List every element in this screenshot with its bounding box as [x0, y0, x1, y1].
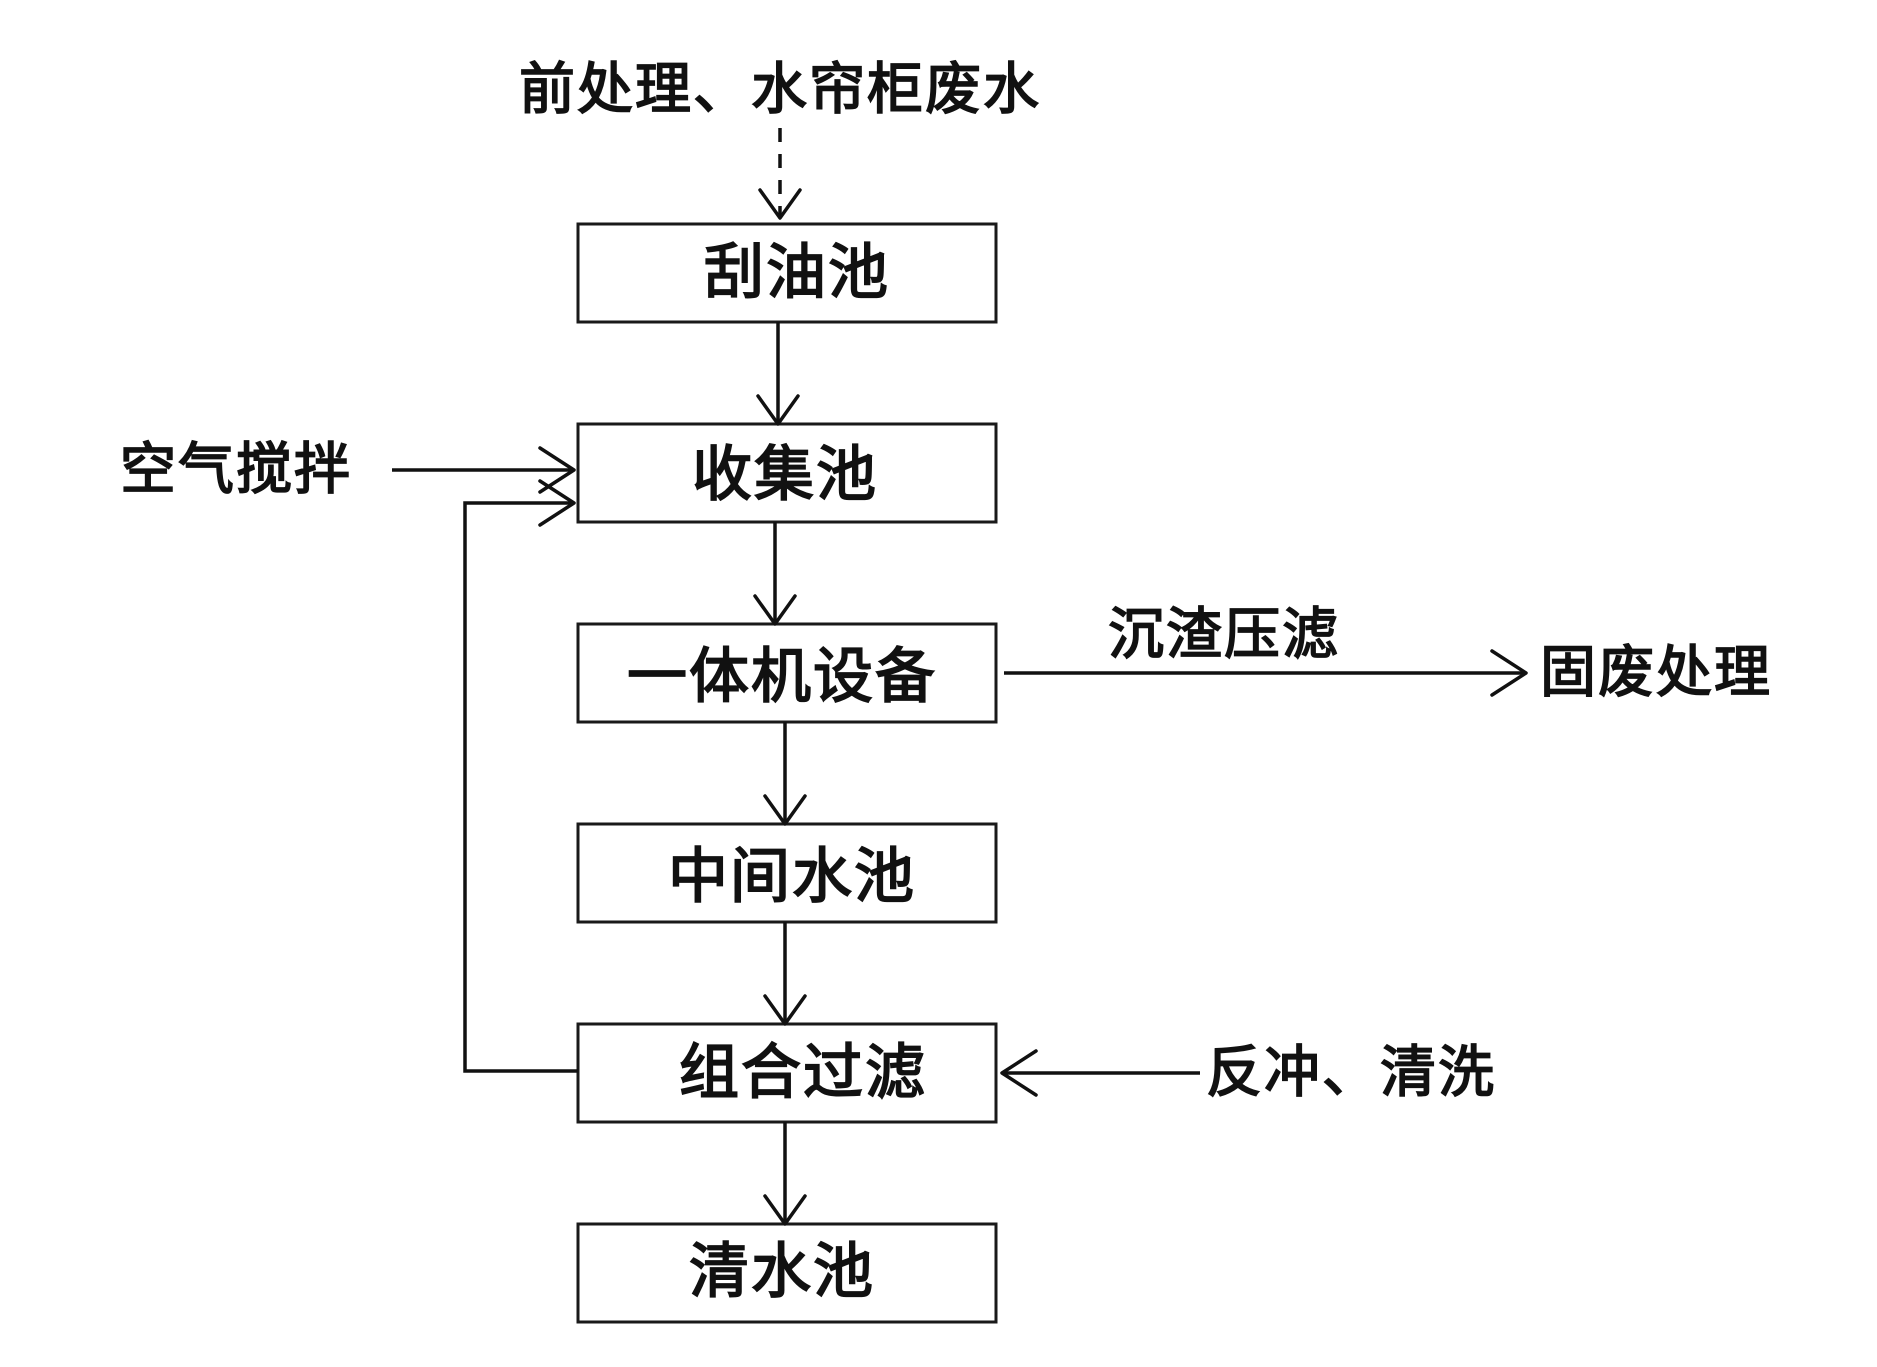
step-box-clean-water-tank: 清水池	[576, 1222, 998, 1324]
arrowhead-5	[763, 1194, 807, 1226]
recycle-loop-arrowhead	[538, 479, 576, 527]
arrowhead-1	[756, 394, 800, 426]
step-label-intermediate-tank: 中间水池	[668, 842, 916, 912]
recycle-loop-line	[463, 501, 578, 1073]
arrowhead-3	[763, 794, 807, 826]
sludge-press-arrowhead	[1490, 649, 1528, 697]
step-label-collection-tank: 收集池	[692, 440, 878, 510]
arrowhead-2	[753, 594, 797, 626]
step-label-combined-filtration: 组合过滤	[679, 1038, 927, 1108]
air-stirring-label: 空气搅拌	[120, 438, 352, 503]
step-label-oil-skimming-tank: 刮油池	[704, 238, 890, 308]
step-box-oil-skimming-tank: 刮油池	[576, 222, 998, 324]
sludge-press-label: 沉渣压滤	[1108, 603, 1340, 668]
input-arrowhead	[758, 188, 802, 220]
backwash-arrowhead	[1000, 1049, 1038, 1097]
input-label: 前处理、水帘柜废水	[519, 58, 1041, 123]
step-box-intermediate-tank: 中间水池	[576, 822, 998, 924]
step-label-clean-water-tank: 清水池	[689, 1237, 875, 1307]
arrowhead-4	[763, 994, 807, 1026]
step-label-integrated-equipment: 一体机设备	[627, 642, 937, 712]
backwash-label: 反冲、清洗	[1206, 1041, 1496, 1106]
air-stirring-arrowhead	[538, 446, 576, 494]
step-box-combined-filtration: 组合过滤	[576, 1022, 998, 1124]
step-box-collection-tank: 收集池	[576, 422, 998, 524]
solid-waste-label: 固废处理	[1540, 641, 1772, 706]
step-box-integrated-equipment: 一体机设备	[576, 622, 998, 724]
